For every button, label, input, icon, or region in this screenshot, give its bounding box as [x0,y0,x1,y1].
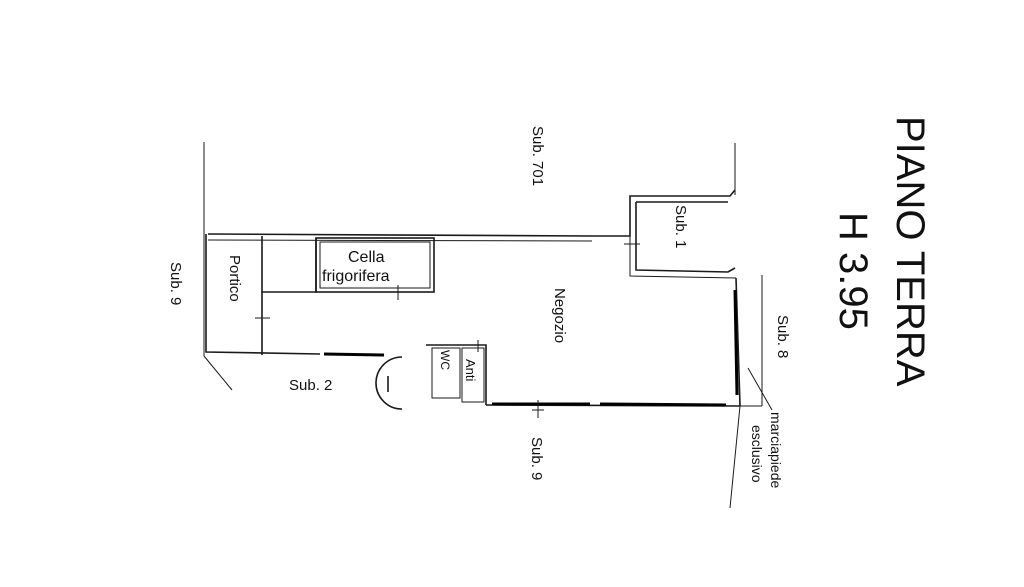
context-lines [203,142,773,509]
label-sub-9-bottom: Sub. 9 [528,437,545,480]
floor-height: H 3.95 [831,212,875,330]
left-glazing [323,352,385,357]
label-sub-9-left: Sub. 9 [167,262,184,305]
cella-frigorifera-room [315,237,435,293]
marciapiede-leader-2 [729,405,741,509]
right-wall-glazing [733,289,739,396]
wc-room [431,347,461,399]
label-cella: Cella [348,249,385,266]
label-wc: WC [438,350,452,370]
label-anti: Anti [463,359,478,382]
label-sub-1: Sub. 1 [672,205,689,248]
sub1-outer [629,236,737,279]
wc-block-outer [426,344,487,405]
label-marciapiede: marciapiede [768,412,784,488]
label-sub-701: Sub. 701 [529,126,546,186]
anti-room [461,347,485,403]
cella-frigorifera-inner [319,241,431,289]
marciapiede-leader-1 [747,367,773,411]
tick-marks [255,243,640,418]
labels: Sub. 701 Sub. 1 Sub. 9 Portico Cella fri… [167,126,791,488]
label-frigorifera: frigorifera [322,268,390,285]
top-wall [207,189,736,237]
small-room [261,236,317,293]
sub1-pocket [635,202,736,273]
label-esclusivo: esclusivo [749,425,765,483]
top-wall-inner [207,239,593,242]
bottom-glazing-2 [599,402,727,407]
label-sub-8: Sub. 8 [774,315,791,358]
walls [205,189,741,410]
floor-title-group: PIANO TERRA H 3.95 [831,116,932,387]
floor-title: PIANO TERRA [888,116,932,387]
left-wall [205,234,321,355]
label-negozio: Negozio [551,288,568,343]
label-portico: Portico [226,255,243,302]
label-sub-2: Sub. 2 [289,377,332,394]
left-diagonal-line [203,355,233,391]
entrance-arc [375,356,403,410]
